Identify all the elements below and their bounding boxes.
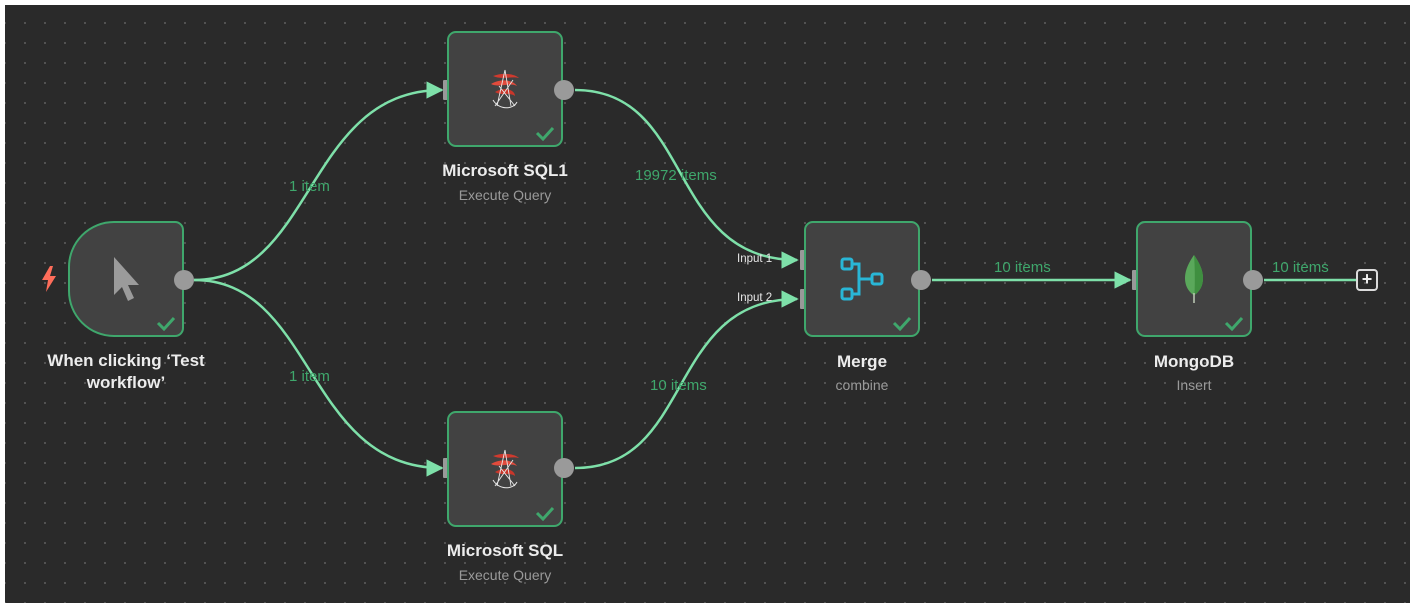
success-check-icon: [1224, 316, 1244, 331]
node-mongodb[interactable]: [1136, 221, 1252, 337]
sql-title: Microsoft SQL: [446, 541, 564, 560]
merge-title: Merge: [836, 352, 888, 371]
success-check-icon: [535, 506, 555, 521]
cursor-icon: [114, 257, 139, 301]
trigger-output-handle[interactable]: [174, 270, 194, 290]
connections-layer: [193, 81, 1356, 477]
merge-icon: [840, 257, 884, 301]
mongodb-subtitle: Insert: [1176, 377, 1212, 393]
sql1-title: Microsoft SQL1: [442, 161, 568, 180]
merge-input1-label: Input 1: [737, 253, 773, 265]
mssql-icon: [491, 69, 519, 109]
edge-label-sql1-to-merge: 19972 items: [635, 167, 717, 184]
mongodb-output-handle[interactable]: [1243, 270, 1263, 290]
workflow-canvas[interactable]: When clicking ‘Test workflow’ Microsoft …: [5, 5, 1410, 603]
trigger-title: When clicking ‘Test workflow’: [47, 351, 205, 392]
sql1-subtitle: Execute Query: [458, 187, 552, 203]
trigger-bolt-icon: [42, 266, 56, 292]
edge-trigger-to-sql[interactable]: [193, 278, 444, 477]
success-check-icon: [892, 316, 912, 331]
edge-label-mongodb-output: 10 items: [1272, 259, 1329, 276]
edge-trigger-to-sql1[interactable]: [193, 81, 444, 282]
success-check-icon: [156, 316, 176, 331]
edge-label-trigger-to-sql1: 1 item: [289, 178, 330, 195]
merge-input2-label: Input 2: [737, 292, 773, 304]
mongodb-title: MongoDB: [1153, 352, 1235, 371]
edge-sql1-to-merge[interactable]: [574, 88, 799, 269]
edge-label-merge-to-mongodb: 10 items: [994, 259, 1051, 276]
mongodb-leaf-icon: [1184, 255, 1204, 303]
node-microsoft-sql1[interactable]: [447, 31, 563, 147]
edge-label-trigger-to-sql: 1 item: [289, 368, 330, 385]
sql-output-handle[interactable]: [554, 458, 574, 478]
add-node-button[interactable]: +: [1356, 269, 1378, 291]
mssql-icon: [491, 449, 519, 489]
merge-subtitle: combine: [835, 377, 889, 393]
node-merge[interactable]: [804, 221, 920, 337]
merge-output-handle[interactable]: [911, 270, 931, 290]
edge-sql-to-merge[interactable]: [574, 290, 799, 470]
edge-label-sql-to-merge: 10 items: [650, 377, 707, 394]
sql-subtitle: Execute Query: [458, 567, 552, 583]
sql1-output-handle[interactable]: [554, 80, 574, 100]
node-microsoft-sql[interactable]: [447, 411, 563, 527]
success-check-icon: [535, 126, 555, 141]
node-manual-trigger[interactable]: [68, 221, 184, 337]
